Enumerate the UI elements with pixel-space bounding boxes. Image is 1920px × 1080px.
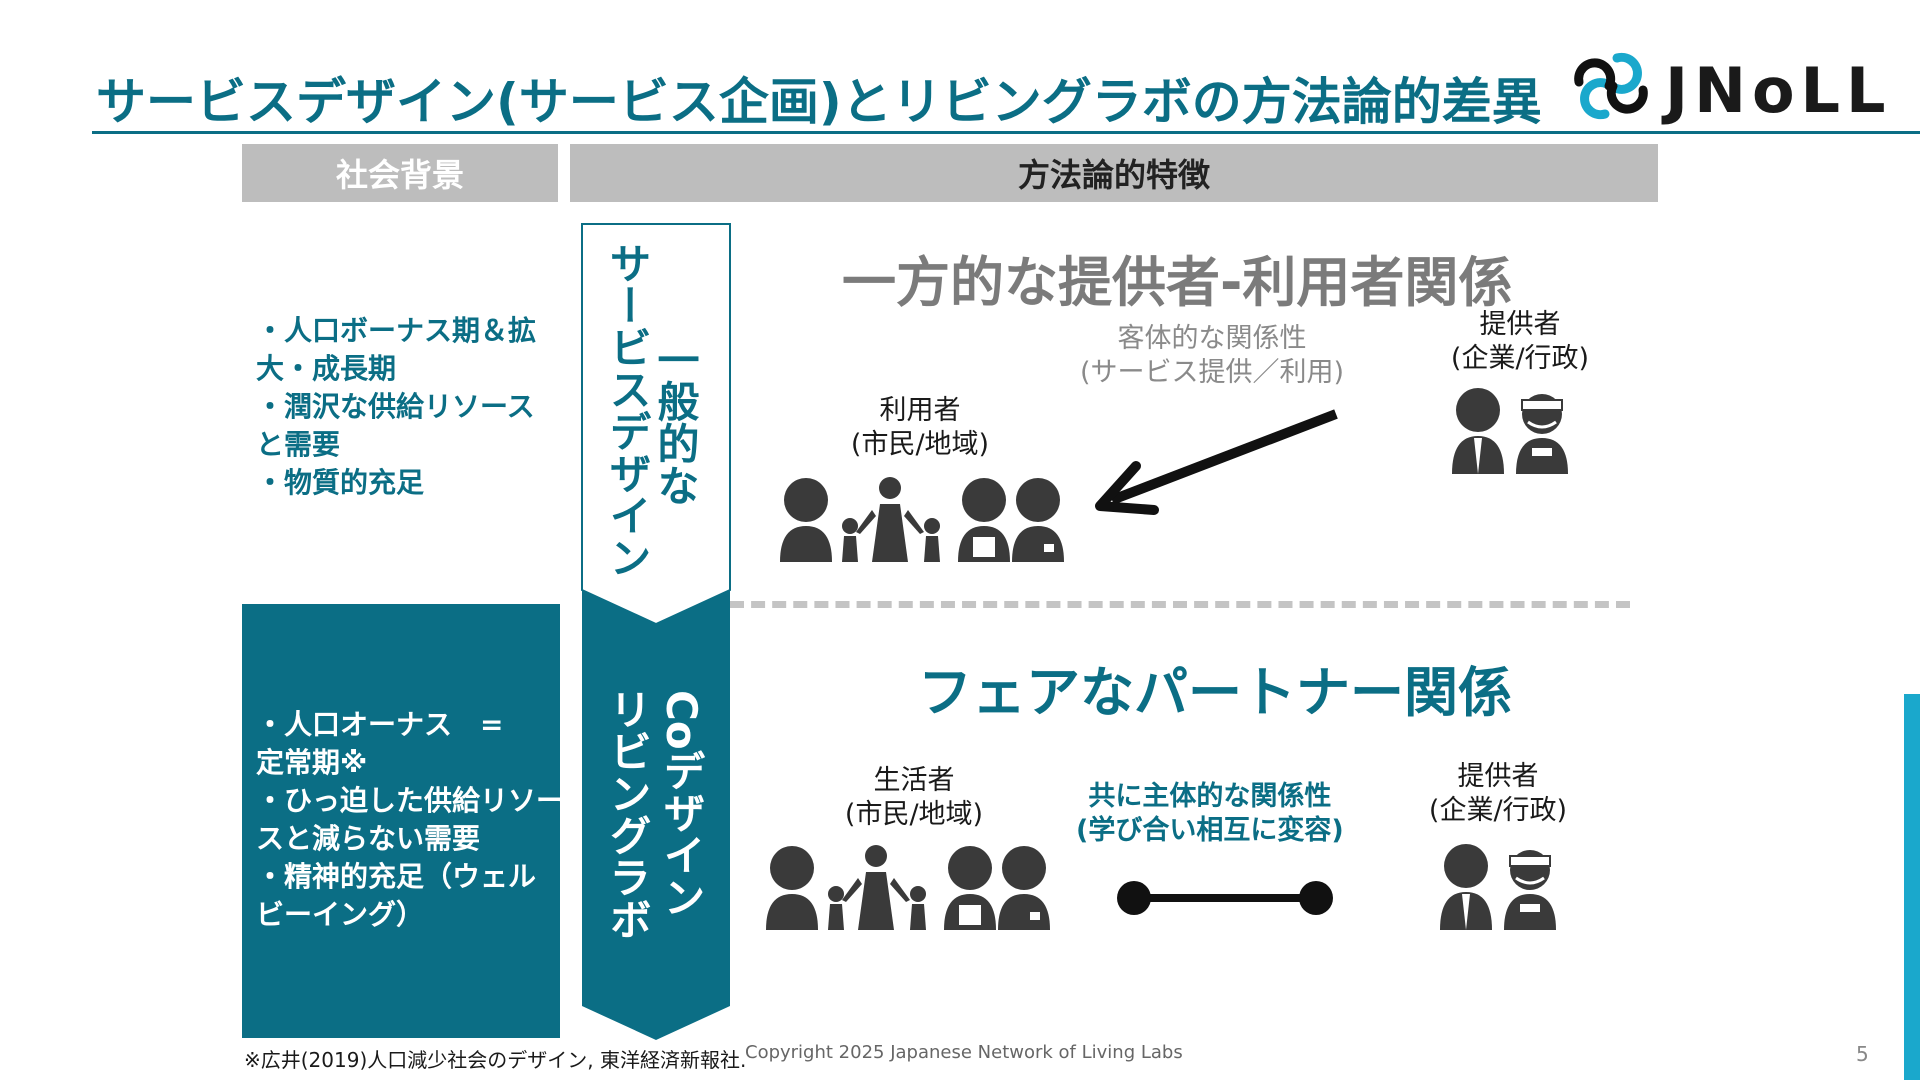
- list-item: ・人口ボーナス期＆拡: [256, 314, 537, 347]
- list-item: 定常期※: [256, 746, 368, 779]
- one-way-arrow: [1095, 409, 1338, 515]
- title-rule: [92, 131, 1920, 134]
- footnote: ※広井(2019)人口減少社会のデザイン, 東洋経済新報社.: [244, 1048, 747, 1072]
- list-item: ・精神的充足（ウェル: [256, 860, 537, 893]
- service-design-label: サービスデザイン: [603, 242, 652, 578]
- header-methodological-features: 方法論的特徴: [570, 144, 1658, 202]
- living-lab-sublabel: Coデザイン: [657, 690, 706, 918]
- bottom-relation-title: フェアなパートナー関係: [918, 661, 1512, 724]
- provider-group-icon: [1452, 388, 1568, 474]
- method-arrow: [581, 223, 731, 1040]
- partnership-connector: [1117, 881, 1333, 915]
- label-line: (企業/行政): [1428, 795, 1568, 826]
- label-line: 提供者: [1457, 761, 1539, 792]
- living-lab-arrow-shape: [582, 590, 730, 1040]
- page-title: サービスデザイン(サービス企画)とリビングラボの方法論的差異: [96, 73, 1542, 131]
- page-number: 5: [1856, 1042, 1869, 1066]
- citizens-group-icon: [780, 477, 1064, 562]
- copyright: Copyright 2025 Japanese Network of Livin…: [745, 1042, 1183, 1063]
- caption-line: (サービス提供／利用): [1080, 357, 1345, 388]
- list-item: ・潤沢な供給リソース: [256, 390, 535, 423]
- top-user-label: 利用者 (市民/地域): [810, 394, 1030, 462]
- caption-line: 共に主体的な関係性: [1088, 781, 1332, 812]
- caption-line: (学び合い相互に変容): [1076, 815, 1344, 846]
- label-line: 提供者: [1479, 309, 1561, 340]
- label-line: (市民/地域): [844, 799, 984, 830]
- section-divider: [730, 601, 1630, 608]
- background-lower-box: [242, 604, 560, 1038]
- citizens-group-icon: [766, 845, 1050, 930]
- accent-bar: [1904, 694, 1920, 1080]
- service-design-sublabel: 一般的な: [651, 338, 700, 506]
- top-relation-title: 一方的な提供者-利用者関係: [842, 251, 1513, 314]
- bottom-provider-label: 提供者 (企業/行政): [1388, 760, 1608, 828]
- list-item: スと減らない需要: [256, 822, 481, 855]
- list-item: と需要: [256, 428, 341, 461]
- bottom-user-label: 生活者 (市民/地域): [804, 764, 1024, 832]
- jnoll-logo: JNoLL: [1574, 52, 1892, 127]
- label-line: (企業/行政): [1450, 343, 1590, 374]
- label-line: (市民/地域): [850, 429, 990, 460]
- background-lower-list: ・人口オーナス = 定常期※ ・ひっ迫した供給リソー スと減らない需要 ・精神的…: [256, 706, 564, 934]
- top-provider-label: 提供者 (企業/行政): [1410, 308, 1630, 376]
- top-relation-caption: 客体的な関係性 (サービス提供／利用): [1080, 322, 1344, 390]
- caption-line: 客体的な関係性: [1117, 323, 1307, 354]
- logo-text: JNoLL: [1661, 54, 1892, 127]
- provider-group-icon: [1440, 844, 1556, 930]
- list-item: 大・成長期: [256, 352, 397, 385]
- label-line: 生活者: [873, 765, 955, 796]
- list-item: ビーイング）: [256, 898, 425, 931]
- bottom-relation-caption: 共に主体的な関係性 (学び合い相互に変容): [1076, 780, 1344, 848]
- living-lab-label: リビングラボ: [603, 688, 652, 940]
- list-item: ・ひっ迫した供給リソー: [256, 784, 565, 817]
- chain-link-icon: [1574, 52, 1648, 120]
- background-upper-list: ・人口ボーナス期＆拡 大・成長期 ・潤沢な供給リソース と需要 ・物質的充足: [256, 312, 536, 502]
- header-social-background: 社会背景: [242, 144, 558, 202]
- label-line: 利用者: [879, 395, 961, 426]
- list-item: ・人口オーナス =: [256, 708, 504, 741]
- list-item: ・物質的充足: [256, 466, 425, 499]
